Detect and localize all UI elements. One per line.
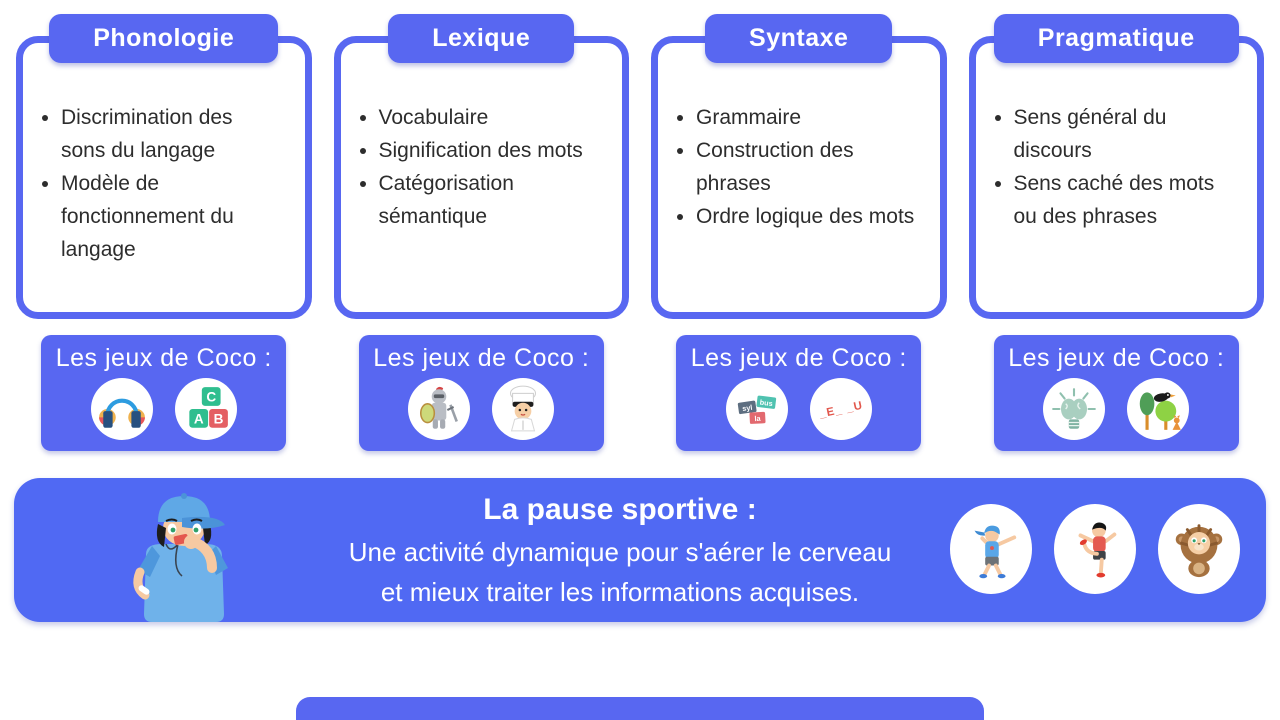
chef-icon [510,385,537,432]
icon-circle [1158,504,1240,594]
card-syntaxe: Grammaire Construction des phrases Ordre… [651,36,947,319]
svg-text:B: B [213,412,223,427]
icon-circle [492,378,555,440]
bullet-item: Modèle de fonctionnement du langage [61,167,305,266]
card-lexique: Vocabulaire Signification des mots Catég… [333,36,629,319]
bullet-item: Catégorisation sémantique [379,167,623,233]
jeux-label: Les jeux de Coco : [373,344,590,372]
icon-circle [1043,378,1106,440]
next-section-peek [296,697,984,720]
pause-text-block: La pause sportive : Une activité dynamiq… [274,488,966,612]
brain-idea-icon [1052,388,1097,429]
bullet-item: Vocabulaire [379,101,623,134]
svg-text:syl: syl [741,403,752,413]
pause-icons [950,504,1240,594]
bullet-item: Grammaire [696,101,940,134]
crow-and-fox-icon [1140,392,1182,430]
balance-kid-icon [1078,522,1117,578]
pause-line-1: Une activité dynamique pour s'aérer le c… [348,537,892,567]
headphones-icon [98,398,145,428]
coach-whistle-icon [133,493,228,622]
knight-icon [420,386,459,429]
syllable-cards-icon: syl bus la [737,395,776,424]
icon-circle: _E_ _U [809,378,872,440]
card-title-phonologie: Phonologie [49,14,279,63]
column-pragmatique: Pragmatique Sens général du discours Sen… [968,0,1264,451]
card-title-lexique: Lexique [388,14,575,63]
svg-text:C: C [206,390,216,405]
lion-costume-kid-icon [1175,524,1223,578]
category-columns: Phonologie Discrimination des sons du la… [16,0,1264,451]
icon-circle [1127,378,1190,440]
column-syntaxe: Syntaxe Grammaire Construction des phras… [651,0,947,451]
jeux-banner-lexique: Les jeux de Coco : [358,335,604,451]
svg-text:A: A [194,412,204,427]
bullet-item: Sens général du discours [1014,101,1258,167]
bullet-list: Vocabulaire Signification des mots Catég… [341,43,623,233]
bullet-list: Discrimination des sons du langage Modèl… [23,43,305,266]
svg-text:bus: bus [759,398,773,409]
letter-blocks-icon: C A B [189,387,228,428]
jeux-label: Les jeux de Coco : [55,344,272,372]
jeux-icons [408,378,555,440]
card-title-pragmatique: Pragmatique [993,14,1239,63]
bullet-item: Ordre logique des mots [696,200,940,233]
icon-circle: C A B [174,378,237,440]
icon-circle [1054,504,1136,594]
card-pragmatique: Sens général du discours Sens caché des … [968,36,1264,319]
jeux-icons [1043,378,1190,440]
pause-title: La pause sportive : [483,493,757,526]
icon-circle: syl bus la [725,378,788,440]
icon-circle [950,504,1032,594]
bullet-list: Sens général du discours Sens caché des … [976,43,1258,233]
jeux-banner-phonologie: Les jeux de Coco : [41,335,287,451]
dab-kid-icon [974,525,1017,579]
jeux-banner-pragmatique: Les jeux de Coco : [993,335,1239,451]
icon-circle [408,378,471,440]
jeux-label: Les jeux de Coco : [690,344,907,372]
card-title-syntaxe: Syntaxe [705,14,893,63]
column-phonologie: Phonologie Discrimination des sons du la… [16,0,312,451]
bullet-list: Grammaire Construction des phrases Ordre… [658,43,940,233]
bullet-item: Construction des phrases [696,134,940,200]
svg-text:_E_ _U: _E_ _U [817,400,864,421]
svg-text:la: la [754,414,761,423]
missing-letters-icon: _E_ _U [817,400,864,421]
jeux-icons: syl bus la [725,378,872,440]
jeux-label: Les jeux de Coco : [1008,344,1225,372]
jeux-icons: C A B [90,378,237,440]
card-phonologie: Discrimination des sons du langage Modèl… [16,36,312,319]
icon-circle [90,378,153,440]
pause-line-2: et mieux traiter les informations acquis… [380,577,860,607]
bullet-item: Signification des mots [379,134,623,167]
bullet-item: Discrimination des sons du langage [61,101,305,167]
pause-sportive-banner: La pause sportive : Une activité dynamiq… [14,478,1266,622]
column-lexique: Lexique Vocabulaire Signification des mo… [333,0,629,451]
jeux-banner-syntaxe: Les jeux de Coco : syl bus [676,335,922,451]
bullet-item: Sens caché des mots ou des phrases [1014,167,1258,233]
